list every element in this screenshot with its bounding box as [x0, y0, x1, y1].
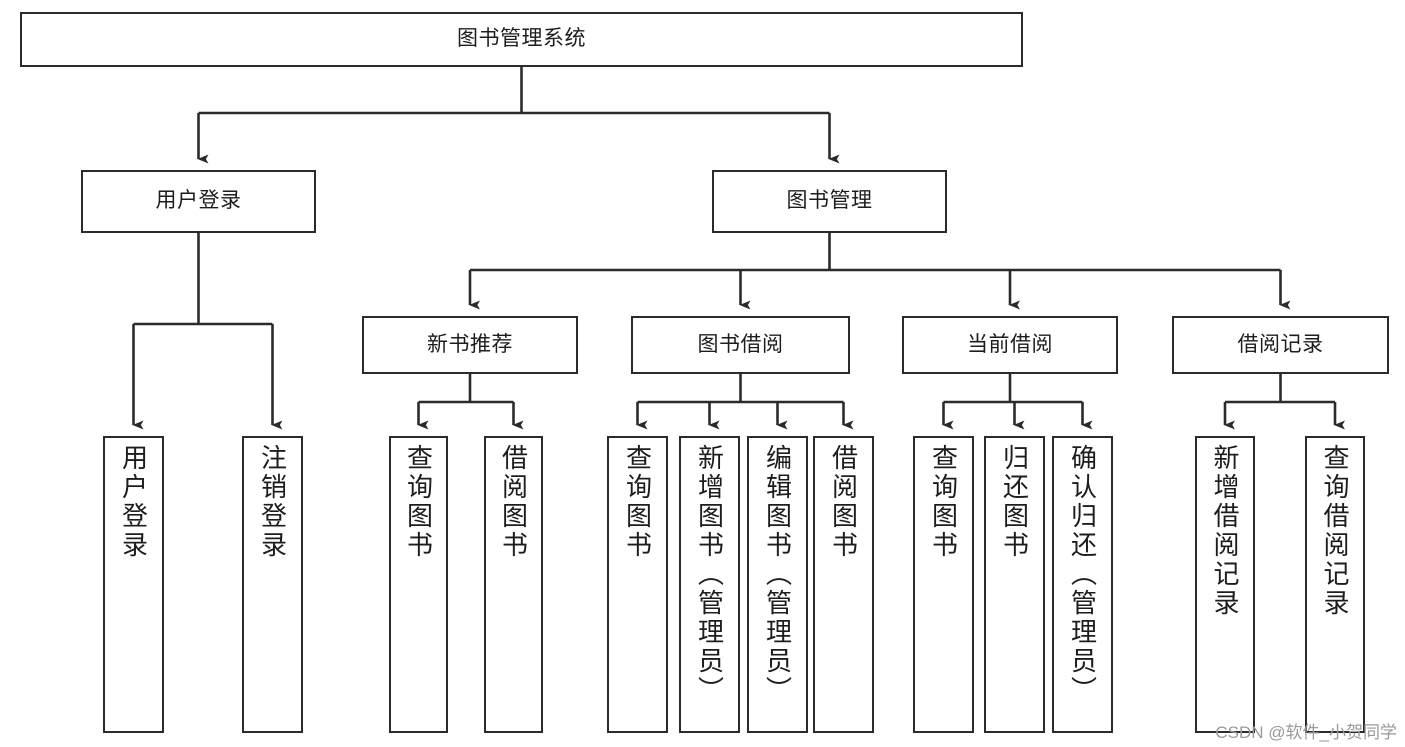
node-new-book-rec[interactable]: 新书推荐 — [362, 316, 578, 374]
node-book-manage[interactable]: 图书管理 — [712, 170, 947, 233]
node-user-login[interactable]: 用户登录 — [81, 170, 316, 233]
node-label-leaf-borrow-book: 借阅图书 — [828, 444, 859, 560]
node-current-borrow[interactable]: 当前借阅 — [902, 316, 1118, 374]
node-label-leaf-query-record: 查询借阅记录 — [1320, 444, 1350, 618]
node-leaf-edit-book[interactable]: 编辑图书（管理员） — [747, 436, 808, 733]
node-borrow-record[interactable]: 借阅记录 — [1172, 316, 1389, 374]
node-root[interactable]: 图书管理系统 — [20, 12, 1023, 67]
node-leaf-query-book-borrow[interactable]: 查询图书 — [607, 436, 668, 733]
node-label-current-borrow: 当前借阅 — [967, 332, 1053, 356]
node-label-leaf-query-book-current: 查询图书 — [928, 444, 959, 560]
node-leaf-borrow-book[interactable]: 借阅图书 — [813, 436, 874, 733]
node-label-leaf-confirm-return: 确认归还（管理员） — [1067, 444, 1098, 705]
node-leaf-logout[interactable]: 注销登录 — [242, 436, 303, 733]
node-label-leaf-query-book-borrow: 查询图书 — [622, 444, 653, 560]
node-label-user-login: 用户登录 — [155, 189, 242, 213]
node-leaf-user-login[interactable]: 用户登录 — [103, 436, 164, 733]
node-label-leaf-query-book-rec: 查询图书 — [403, 444, 434, 560]
node-leaf-query-record[interactable]: 查询借阅记录 — [1305, 436, 1365, 733]
node-leaf-return-book[interactable]: 归还图书 — [984, 436, 1045, 733]
node-label-root: 图书管理系统 — [457, 27, 586, 51]
node-label-borrow-record: 借阅记录 — [1237, 332, 1324, 356]
node-label-book-manage: 图书管理 — [786, 189, 873, 213]
node-leaf-query-book-current[interactable]: 查询图书 — [913, 436, 974, 733]
node-label-leaf-borrow-book-rec: 借阅图书 — [498, 444, 529, 560]
node-label-leaf-add-record: 新增借阅记录 — [1210, 444, 1240, 618]
node-book-borrow[interactable]: 图书借阅 — [631, 316, 850, 374]
node-label-book-borrow: 图书借阅 — [697, 332, 784, 356]
node-label-leaf-return-book: 归还图书 — [999, 444, 1030, 560]
node-leaf-query-book-rec[interactable]: 查询图书 — [389, 436, 448, 733]
node-label-leaf-user-login: 用户登录 — [118, 444, 149, 560]
node-label-leaf-logout: 注销登录 — [257, 444, 288, 560]
node-leaf-confirm-return[interactable]: 确认归还（管理员） — [1052, 436, 1113, 733]
node-label-leaf-add-book: 新增图书（管理员） — [694, 444, 725, 705]
node-label-leaf-edit-book: 编辑图书（管理员） — [762, 444, 793, 705]
node-label-new-book-rec: 新书推荐 — [427, 332, 513, 356]
node-leaf-borrow-book-rec[interactable]: 借阅图书 — [484, 436, 543, 733]
node-leaf-add-record[interactable]: 新增借阅记录 — [1195, 436, 1255, 733]
node-leaf-add-book[interactable]: 新增图书（管理员） — [679, 436, 740, 733]
